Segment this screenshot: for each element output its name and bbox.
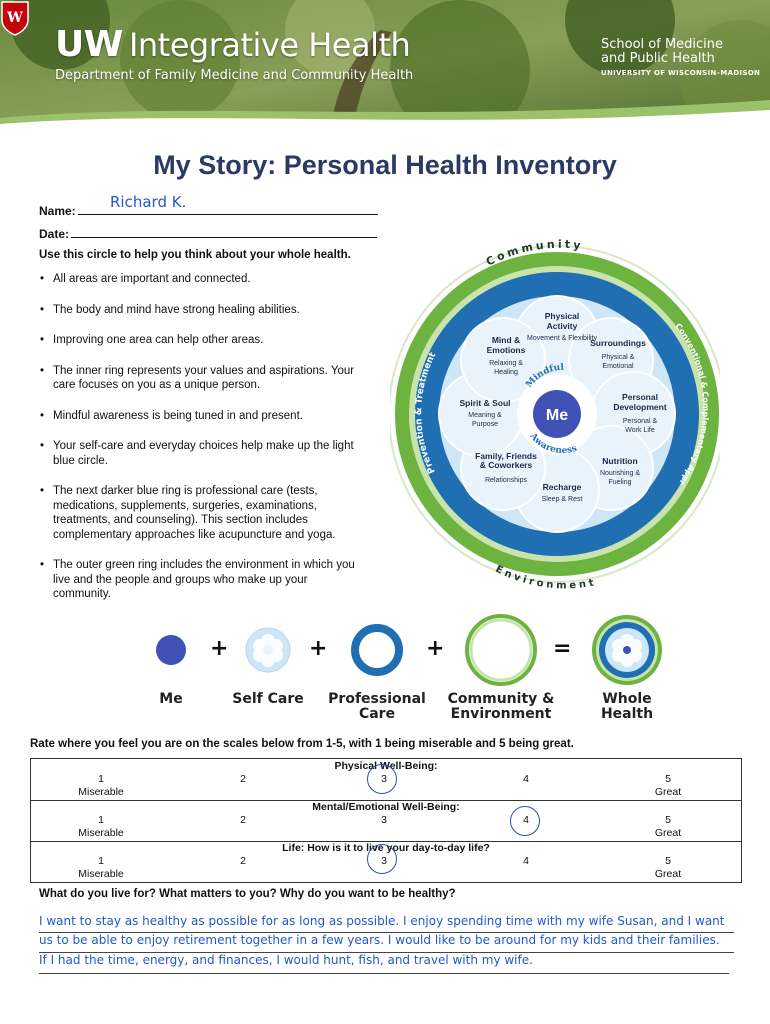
plus-sign: + [309,636,328,661]
rating-option-2[interactable]: 2 [240,855,246,867]
petal-nutrition-title: Nutrition [602,456,637,466]
bullet-item: The next darker blue ring is professiona… [39,484,364,542]
petal-spirit-soul-title: Spirit & Soul [460,398,511,408]
rating-option-5[interactable]: 5 [665,814,671,826]
petal-recharge-sub: Sleep & Rest [542,496,583,503]
miserable-label: Miserable [78,827,124,839]
petal-mind-emotions-sub: Relaxing &Healing [489,360,523,376]
rating-option-1[interactable]: 1 [98,814,104,826]
rating-option-4[interactable]: 4 [523,855,529,867]
selected-rating-circle [367,844,397,874]
selected-rating-circle [510,806,540,836]
me-caption: Me [159,691,183,707]
answer-line-2[interactable]: us to be able to enjoy retirement togeth… [39,933,720,947]
rating-row-physical: Physical Well-Being: 1 2 3 4 5 Miserable… [31,759,741,801]
bullet-item: The outer green ring includes the enviro… [39,558,364,602]
rating-option-5[interactable]: 5 [665,855,671,867]
bullet-item: The inner ring represents your values an… [39,364,364,393]
petal-family-friends-sub: Relationships [485,477,528,484]
plus-sign: + [426,636,445,661]
petal-nutrition-sub: Nourishing &Fueling [600,470,640,486]
rating-row-mental: Mental/Emotional Well-Being: 1 2 3 4 5 M… [31,800,741,842]
me-label: Me [546,407,568,424]
professional-care-ring-icon [351,624,403,676]
date-label: Date: [39,227,70,241]
rating-option-2[interactable]: 2 [240,773,246,785]
rating-option-1[interactable]: 1 [98,773,104,785]
uw-crest-icon: W [1,1,29,36]
selected-rating-circle [367,764,397,794]
whole-health-circle: Me Mindful Awareness Community Environme… [390,226,720,591]
rating-option-4[interactable]: 4 [523,773,529,785]
equation-icons [156,614,662,686]
community-caption: Community &Environment [447,691,555,722]
name-field[interactable]: Name: [39,204,378,218]
bullet-item: All areas are important and connected. [39,272,364,287]
equals-sign: = [553,636,572,661]
community-ring-icon [465,614,537,686]
miserable-label: Miserable [78,786,124,798]
department-name: Department of Family Medicine and Commun… [55,68,414,83]
tree-background [0,0,770,135]
answer-line-1[interactable]: I want to stay as healthy as possible fo… [39,914,725,928]
great-label: Great [654,827,682,839]
rating-option-1[interactable]: 1 [98,855,104,867]
self-care-petals [438,295,676,533]
date-field[interactable]: Date: [39,227,378,241]
answer-rule [39,973,729,974]
rating-row-life: Life: How is it to live your day-to-day … [31,841,741,882]
great-label: Great [654,868,682,880]
name-label: Name: [39,204,76,218]
me-dot-icon [156,635,186,665]
miserable-label: Miserable [78,868,124,880]
bullet-item: Improving one area can help other areas. [39,333,364,348]
self-care-flower-icon [245,627,291,673]
name-line [77,204,378,215]
self-care-caption: Self Care [232,691,304,707]
me-center [533,390,581,438]
bullet-item: Your self-care and everyday choices help… [39,439,364,468]
name-value[interactable]: Richard K. [110,193,187,211]
answer-line-3[interactable]: If I had the time, energy, and finances,… [39,953,533,967]
plus-sign: + [210,636,229,661]
svg-text:W: W [6,10,23,26]
bullet-list: All areas are important and connected. T… [39,272,364,618]
school-logo-text: School of Medicine and Public Health UNI… [601,37,761,78]
page-title: My Story: Personal Health Inventory [153,150,617,180]
scale-label: Mental/Emotional Well-Being: [312,801,460,813]
whole-health-icon [592,615,662,685]
what-matters-question: What do you live for? What matters to yo… [39,888,456,900]
petal-recharge-title: Recharge [543,482,582,492]
rating-option-2[interactable]: 2 [240,814,246,826]
petal-physical-activity-sub: Movement & Flexibility [527,335,598,342]
date-line [71,227,378,238]
rating-instructions: Rate where you feel you are on the scale… [30,738,574,750]
bullet-item: The body and mind have strong healing ab… [39,303,364,318]
answer-rule [39,952,734,953]
rating-option-5[interactable]: 5 [665,773,671,785]
petal-surroundings-title: Surroundings [590,338,646,348]
petal-personal-development-sub: Personal &Work Life [623,418,658,434]
petal-family-friends-title: Family, Friends& Coworkers [475,451,537,470]
rating-option-3[interactable]: 3 [381,814,387,826]
instruction-text: Use this circle to help you think about … [39,249,351,261]
rating-table: Physical Well-Being: 1 2 3 4 5 Miserable… [30,758,742,883]
bullet-item: Mindful awareness is being tuned in and … [39,409,364,424]
answer-rule [39,932,734,933]
petal-surroundings-sub: Physical &Emotional [602,354,635,370]
petal-spirit-soul-sub: Meaning &Purpose [468,412,502,428]
great-label: Great [654,786,682,798]
petal-mind-emotions-title: Mind &Emotions [487,335,526,355]
